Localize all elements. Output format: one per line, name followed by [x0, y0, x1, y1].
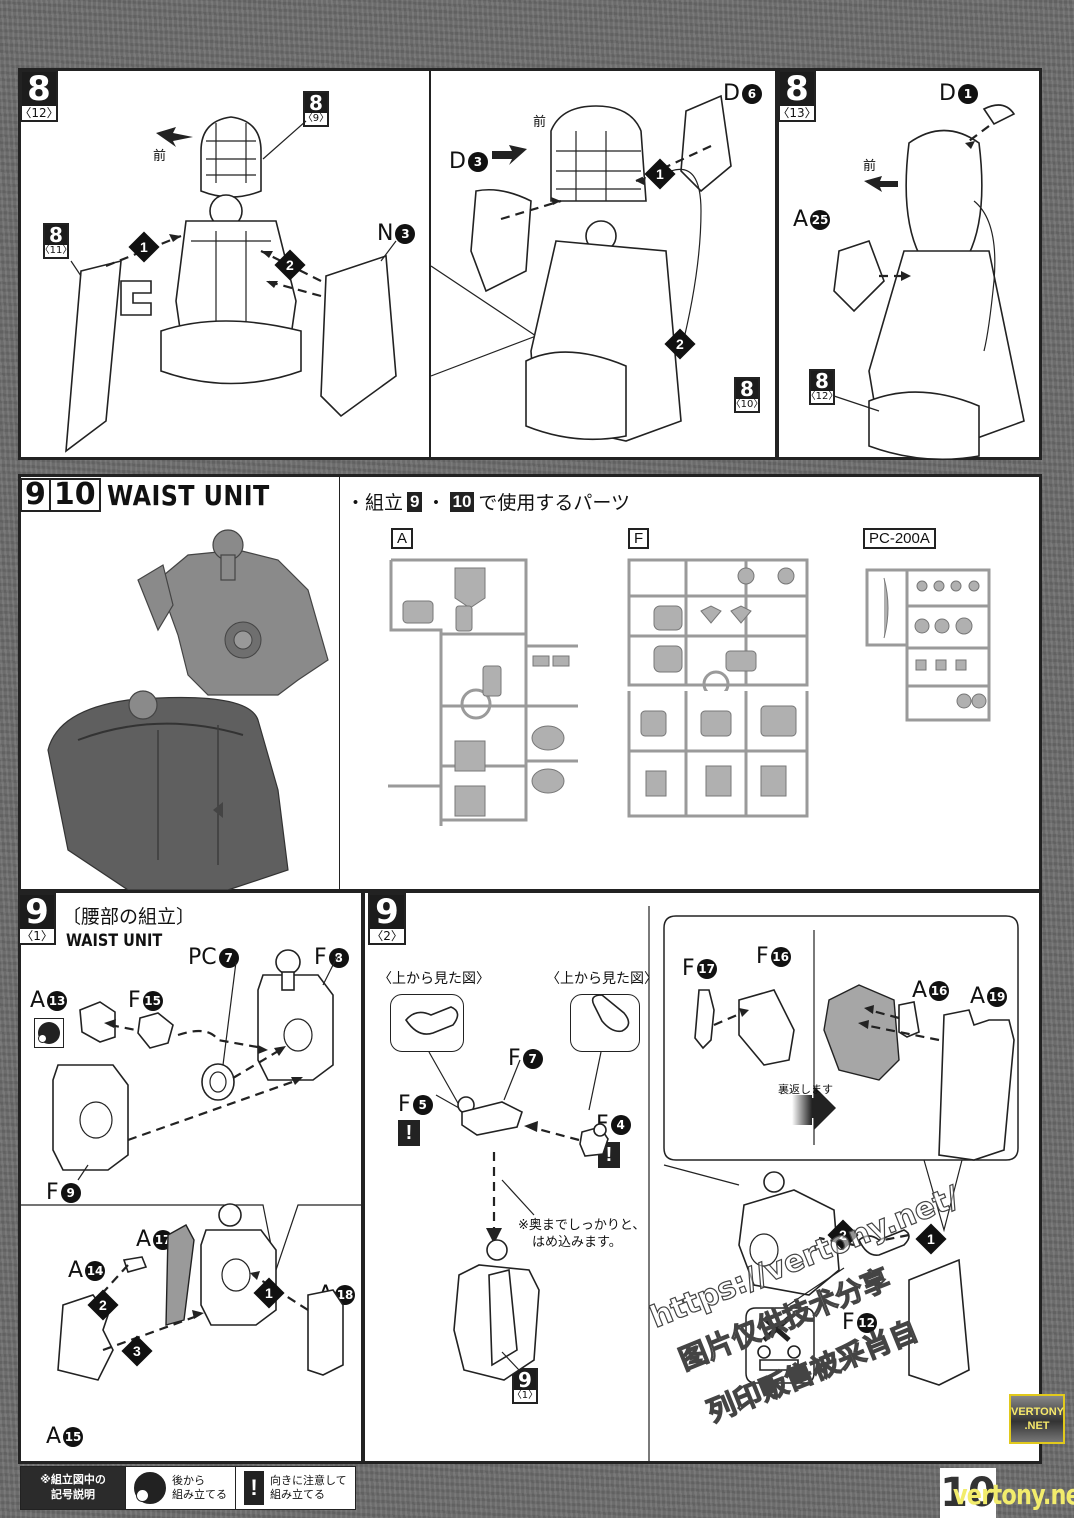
step-num-10: 10 [48, 478, 101, 512]
overview-divider [339, 477, 340, 889]
torso-head-illustration [431, 94, 732, 442]
insertion-note: ※奥までしっかりと、 はめ込みます。 [518, 1217, 646, 1249]
flip-label: 裏返します [778, 1084, 833, 1096]
step-title-en: WAIST UNIT [66, 931, 163, 951]
parts-used-heading: ・組立 9 ・ 10 で使用するパーツ [346, 491, 631, 514]
front-label: 前 [153, 148, 167, 163]
runner-a-diagram [388, 558, 578, 826]
step-num-9: 9 [20, 478, 51, 512]
runner-f-lower-diagram [627, 691, 809, 818]
waist-joint-assembly-illustration [405, 906, 1019, 1464]
symbol-legend: ※組立図中の 記号説明 後から組み立てる ! 向きに注意して組み立てる [20, 1466, 356, 1510]
callout-8-9: 8 〈9〉 [303, 91, 329, 127]
step-badge-9-1: 9 〈1〉 [18, 893, 56, 945]
waist-unit-render [47, 529, 329, 890]
step-badge-8-13: 8 〈13〉 [777, 69, 817, 122]
section-title: WAIST UNIT [106, 478, 270, 512]
front-label: 前 [863, 158, 877, 173]
page-number: 10 [940, 1468, 996, 1518]
assemble-later-icon [134, 1472, 166, 1504]
step-badge-9-2: 9 〈2〉 [368, 893, 406, 945]
legend-title: ※組立図中の 記号説明 [21, 1467, 125, 1509]
legend-item-assemble-later: 後から組み立てる [125, 1467, 235, 1509]
caution-icon: ! [398, 1120, 420, 1146]
callout-8-10: 8 〈10〉 [731, 377, 763, 413]
vertony-badge: VERTONY .NET [1009, 1394, 1065, 1444]
waist-frame-assembly-illustration [18, 949, 364, 1381]
top-view-label-left: 〈上から見た図〉 [378, 970, 490, 986]
callout-8-12: 8 〈12〉 [806, 369, 838, 405]
runner-label-f: F [628, 528, 650, 549]
step-number: 8 [22, 72, 56, 106]
front-label: 前 [533, 114, 547, 129]
runner-f-diagram [627, 558, 809, 691]
step-title-jp: 〔腰部の組立〕 [62, 907, 196, 928]
caution-icon: ! [244, 1471, 264, 1505]
runner-pc200a-diagram [865, 568, 991, 722]
runner-label-a: A [391, 528, 414, 549]
watermark-url: vertony.net [953, 1478, 1074, 1511]
callout-9-1: 9 〈1〉 [512, 1368, 538, 1404]
assemble-later-icon [34, 1018, 64, 1048]
runner-label-pc200a: PC-200A [863, 528, 936, 549]
top-view-label-right: 〈上から見た図〉 [546, 970, 658, 986]
legend-item-caution: ! 向きに注意して組み立てる [235, 1467, 355, 1509]
step-badge-8-12: 8 〈12〉 [19, 70, 59, 122]
torso-assembly-illustration [65, 116, 397, 453]
step-sub: 〈12〉 [19, 106, 59, 120]
torso-complete-illustration [833, 104, 1025, 461]
callout-8-11: 8 〈11〉 [40, 223, 72, 259]
waist-unit-title: 9 10 WAIST UNIT [20, 478, 298, 512]
